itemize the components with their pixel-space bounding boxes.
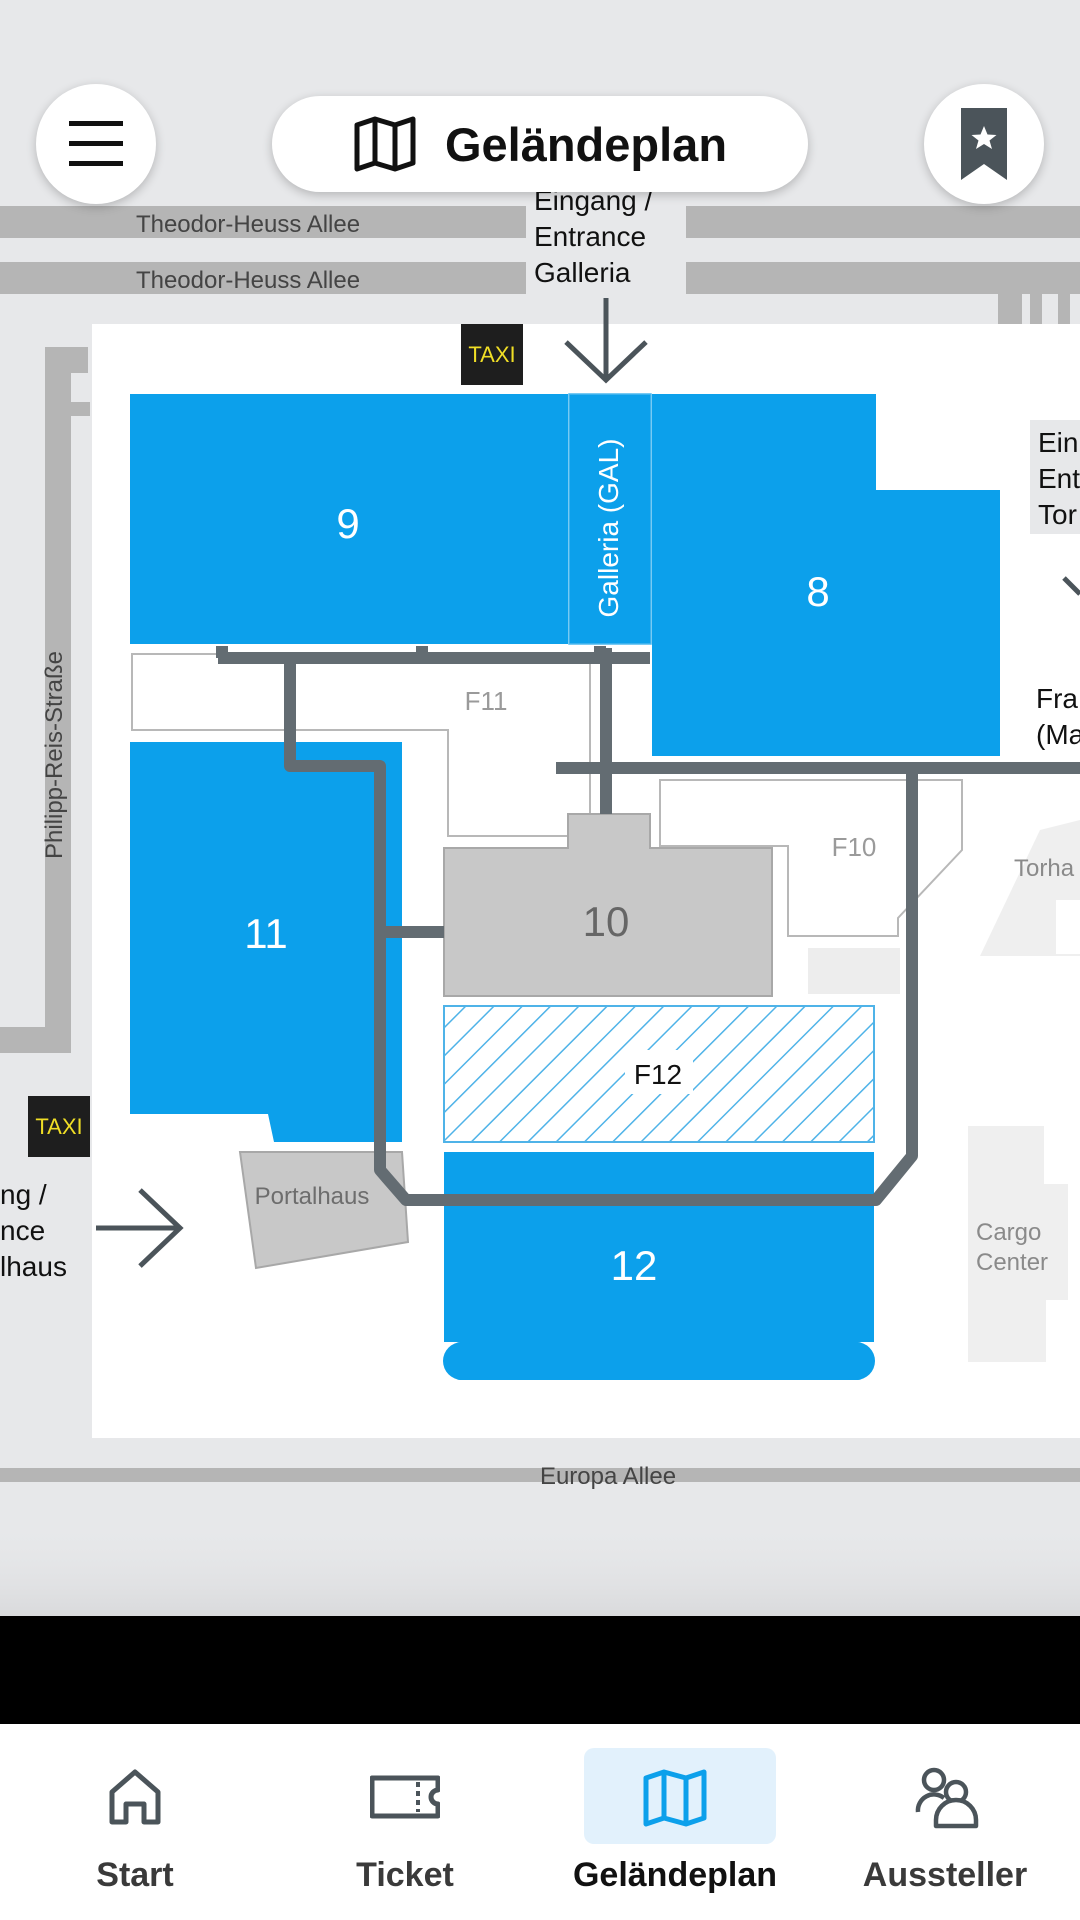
frankfurt-label-2: (Ma (1036, 719, 1080, 750)
taxi-label-north: TAXI (468, 342, 515, 367)
hall-11-label: 11 (244, 910, 288, 957)
building-cargo-label-2: Center (976, 1249, 1048, 1276)
entrance-torhaus-line2: Ent (1038, 463, 1080, 494)
street-stub (998, 294, 1022, 324)
entrance-galleria-line3: Galleria (534, 257, 631, 288)
street-label-theodor-upper: Theodor-Heuss Allee (136, 211, 360, 238)
hall-galleria-label: Galleria (GAL) (593, 439, 624, 618)
site-map[interactable]: Theodor-Heuss Allee Theodor-Heuss Allee … (0, 0, 1080, 1616)
street-label-philipp: Philipp-Reis-Straße (41, 651, 68, 859)
hall-11[interactable] (130, 742, 402, 1142)
hall-10-label: 10 (583, 898, 630, 945)
walkways (218, 648, 1080, 1206)
arrow-entrance-portalhaus (96, 1188, 184, 1268)
building-cargo-center[interactable] (968, 1126, 1068, 1362)
page-title-pill: Geländeplan (272, 96, 808, 192)
entrance-galleria-box (526, 194, 686, 296)
map-icon (643, 1769, 707, 1827)
hall-12-corner (837, 1342, 875, 1380)
area-f10[interactable] (659, 779, 963, 937)
street-stub (1058, 294, 1070, 324)
building-portalhaus-label: Portalhaus (255, 1183, 370, 1210)
page-title: Geländeplan (444, 117, 728, 171)
area-f12-label: F12 (634, 1059, 682, 1090)
nav-item-gelaendeplan[interactable]: Geländeplan (540, 1724, 810, 1920)
home-icon (109, 1769, 161, 1825)
nav-label-start: Start (96, 1856, 174, 1894)
taxi-label-west: TAXI (35, 1114, 82, 1139)
hall-12-corner (443, 1342, 481, 1380)
menu-button[interactable] (36, 84, 156, 204)
small-building (808, 948, 900, 994)
hall-12-label: 12 (611, 1242, 658, 1289)
nav-highlight (584, 1748, 776, 1844)
street-stub (1030, 294, 1042, 324)
nav-item-aussteller[interactable]: Aussteller (810, 1724, 1080, 1920)
arrow-entrance-torhaus (1062, 576, 1080, 596)
area-f12-label-bg (625, 1050, 693, 1094)
building-torhaus (980, 820, 1080, 956)
hall-8[interactable] (652, 394, 1000, 756)
torhaus-gap (1056, 900, 1080, 954)
bookmark-button[interactable] (924, 84, 1044, 204)
nav-label-ticket: Ticket (356, 1856, 454, 1894)
street-europa (0, 1468, 1080, 1482)
entrance-torhaus-box (1030, 420, 1080, 534)
building-cargo-label-1: Cargo (976, 1219, 1041, 1246)
building-portalhaus[interactable] (238, 1151, 410, 1270)
street-label-theodor-lower: Theodor-Heuss Allee (136, 267, 360, 294)
taxi-stand-west: TAXI (28, 1096, 90, 1157)
street-stub (64, 402, 90, 416)
hamburger-icon (69, 121, 123, 166)
hall-10[interactable] (443, 813, 773, 997)
hall-9-label: 9 (336, 500, 359, 547)
frankfurt-label-1: Fra (1036, 683, 1078, 714)
nav-item-start[interactable]: Start (0, 1724, 270, 1920)
map-bottom-fade (0, 1520, 1080, 1616)
nav-label-gelaendeplan: Geländeplan (572, 1856, 778, 1894)
ticket-icon (370, 1775, 440, 1819)
building-torhaus-label: Torha (1014, 855, 1075, 882)
system-bar (0, 1616, 1080, 1724)
area-f11[interactable] (131, 653, 591, 837)
entrance-torhaus-line3: Tor (1038, 499, 1077, 530)
walkway-stubs (216, 646, 606, 658)
bottom-navigation: Start Ticket Geländeplan Aussteller (0, 1724, 1080, 1920)
taxi-stand-north: TAXI (461, 324, 523, 385)
arrow-entrance-galleria (564, 298, 648, 384)
entrance-galleria-line2: Entrance (534, 221, 646, 252)
exhibitor-icon (915, 1767, 979, 1829)
street-philipp (0, 347, 88, 1053)
hall-8-label: 8 (806, 568, 829, 615)
street-label-europa: Europa Allee (540, 1463, 676, 1490)
hall-9[interactable] (130, 394, 568, 644)
bookmark-star-icon (961, 108, 1007, 180)
nav-item-ticket[interactable]: Ticket (270, 1724, 540, 1920)
area-f10-label: F10 (832, 832, 877, 862)
nav-label-aussteller: Aussteller (862, 1856, 1028, 1894)
entrance-portalhaus-line2: nce (0, 1215, 45, 1246)
entrance-torhaus-line1: Ein (1038, 427, 1078, 458)
entrance-portalhaus-line1: ng / (0, 1179, 47, 1210)
entrance-portalhaus-line3: lhaus (0, 1251, 67, 1282)
hall-galleria[interactable] (568, 393, 652, 645)
area-f11-label: F11 (465, 686, 508, 716)
hall-12[interactable] (444, 1152, 874, 1380)
map-icon (354, 116, 416, 172)
